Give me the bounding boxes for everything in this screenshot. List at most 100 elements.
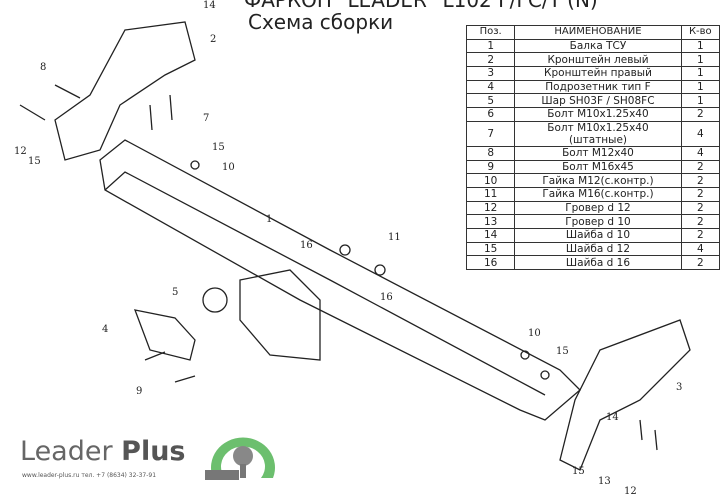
bolts: [19, 84, 658, 451]
cell-q: 2: [680, 214, 720, 229]
tow-ball: [202, 287, 228, 313]
callout-label: 8: [40, 62, 47, 73]
callout-label: 15: [572, 466, 585, 477]
cell-name: Болт M12x40: [514, 145, 682, 161]
logo: Leader Plus: [20, 436, 186, 467]
cell-n: 8: [465, 145, 516, 161]
cell-n: 1: [465, 38, 516, 54]
cell-n: 11: [465, 186, 516, 202]
cell-name: Болт M10x1.25x40: [514, 107, 682, 122]
cell-name: Балка ТСУ: [514, 38, 682, 54]
callout-label: 16: [300, 240, 313, 251]
callout-label: 1: [266, 214, 273, 225]
cell-n: 7: [465, 120, 516, 147]
col-qty: К-во: [680, 25, 720, 40]
cell-n: 5: [465, 93, 516, 109]
cell-n: 3: [465, 66, 516, 81]
callout-label: 11: [388, 232, 401, 243]
callout-label: 2: [210, 34, 217, 45]
cell-n: 13: [465, 214, 516, 229]
cell-name: Гровер d 10: [514, 214, 682, 229]
cell-n: 2: [465, 52, 516, 68]
tow-beam: [99, 139, 581, 421]
callout-label: 14: [606, 412, 619, 423]
callout-label: 7: [203, 113, 210, 124]
cell-q: 1: [680, 66, 720, 81]
callout-label: 12: [624, 486, 637, 497]
cell-name: Гровер d 12: [514, 200, 682, 216]
cell-q: 1: [680, 93, 720, 109]
cell-q: 2: [680, 200, 720, 216]
callout-label: 14: [203, 0, 216, 11]
cell-name: Шар SH03F / SH08FC: [514, 93, 682, 109]
callout-label: 5: [172, 287, 179, 298]
callout-label: 9: [136, 386, 143, 397]
mount-plate: [239, 269, 321, 361]
callout-label: 10: [528, 328, 541, 339]
cell-name: Шайба d 12: [514, 241, 682, 257]
cell-name: Гайка M12(с.контр.): [514, 173, 682, 188]
cell-n: 9: [465, 159, 516, 175]
contact-info: www.leader-plus.ru тел. +7 (8634) 32-37-…: [22, 472, 157, 479]
cell-q: 4: [680, 145, 720, 161]
cell-q: 4: [680, 241, 720, 257]
col-name: НАИМЕНОВАНИЕ: [514, 25, 682, 40]
cell-n: 15: [465, 241, 516, 257]
cell-name: Шайба d 16: [514, 255, 682, 270]
col-pos: Поз.: [465, 25, 516, 40]
product-title: ФАРКОП "LEADER" L102 F/FC/T (N): [244, 0, 598, 12]
cell-n: 10: [465, 173, 516, 188]
page-title: Схема сборки: [248, 10, 394, 34]
cell-name: Шайба d 10: [514, 227, 682, 243]
cell-q: 2: [680, 107, 720, 122]
cell-q: 1: [680, 79, 720, 95]
cell-name: Болт M16x45: [514, 159, 682, 175]
cell-name: Кронштейн правый: [514, 66, 682, 81]
cell-q: 2: [680, 255, 720, 270]
cell-name: Подрозетник тип F: [514, 79, 682, 95]
callout-label: 15: [556, 346, 569, 357]
callout-label: 15: [28, 156, 41, 167]
cell-n: 12: [465, 200, 516, 216]
cell-q: 4: [680, 120, 720, 147]
cell-q: 2: [680, 173, 720, 188]
cell-n: 14: [465, 227, 516, 243]
cell-name: Кронштейн левый: [514, 52, 682, 68]
callout-label: 15: [212, 142, 225, 153]
callout-label: 4: [102, 324, 109, 335]
bracket-right: [559, 319, 691, 471]
callout-label: 10: [222, 162, 235, 173]
cell-n: 16: [465, 255, 516, 270]
callout-label: 16: [380, 292, 393, 303]
bracket-left: [54, 21, 196, 161]
callout-label: 3: [676, 382, 683, 393]
socket-plate: [133, 309, 196, 361]
cell-name: Болт M10x1.25x40 (штатные): [514, 120, 682, 147]
cell-q: 2: [680, 186, 720, 202]
callout-label: 13: [598, 476, 611, 487]
cell-q: 2: [680, 159, 720, 175]
cell-q: 1: [680, 52, 720, 68]
cell-n: 6: [465, 107, 516, 122]
logo-icon: [205, 437, 275, 480]
callout-label: 12: [14, 146, 27, 157]
cell-name: Гайка M16(с.контр.): [514, 186, 682, 202]
cell-n: 4: [465, 79, 516, 95]
